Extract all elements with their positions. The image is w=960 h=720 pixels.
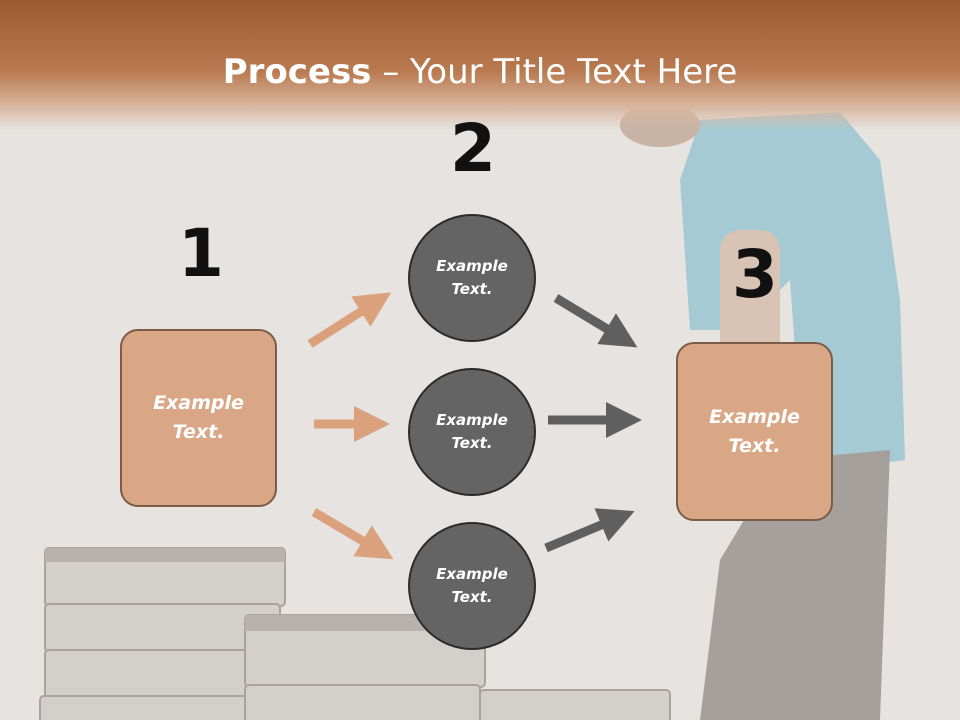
step2-circle-top: Example Text. xyxy=(408,214,536,342)
circle-top-line2: Text. xyxy=(451,280,493,298)
arrow-left-to-top xyxy=(307,292,392,348)
circle-middle-line2: Text. xyxy=(451,434,493,452)
arrow-left-to-bottom xyxy=(311,508,394,560)
step-number-3: 3 xyxy=(732,236,778,313)
step1-text-line1: Example xyxy=(153,392,244,414)
step1-text-line2: Text. xyxy=(172,421,225,443)
step-number-1: 1 xyxy=(178,215,224,292)
title-bold: Process xyxy=(222,52,372,92)
step2-circle-bottom: Example Text. xyxy=(408,522,536,650)
step3-text-line1: Example xyxy=(709,405,800,428)
step-number-2: 2 xyxy=(450,110,496,187)
circle-middle-line1: Example xyxy=(436,411,508,429)
header-band xyxy=(0,0,960,130)
circle-bottom-line2: Text. xyxy=(451,588,493,606)
circle-bottom-line1: Example xyxy=(436,565,508,583)
step3-text-line2: Text. xyxy=(728,434,781,457)
circle-top-line1: Example xyxy=(436,257,508,275)
arrow-bottom-to-right xyxy=(544,508,635,553)
step2-circle-middle: Example Text. xyxy=(408,368,536,496)
step1-box: Example Text. xyxy=(120,329,277,507)
slide-title: Process – Your Title Text Here xyxy=(0,52,960,92)
title-rest: – Your Title Text Here xyxy=(371,52,738,92)
arrow-top-to-right xyxy=(553,294,638,348)
step3-box: Example Text. xyxy=(676,342,833,521)
